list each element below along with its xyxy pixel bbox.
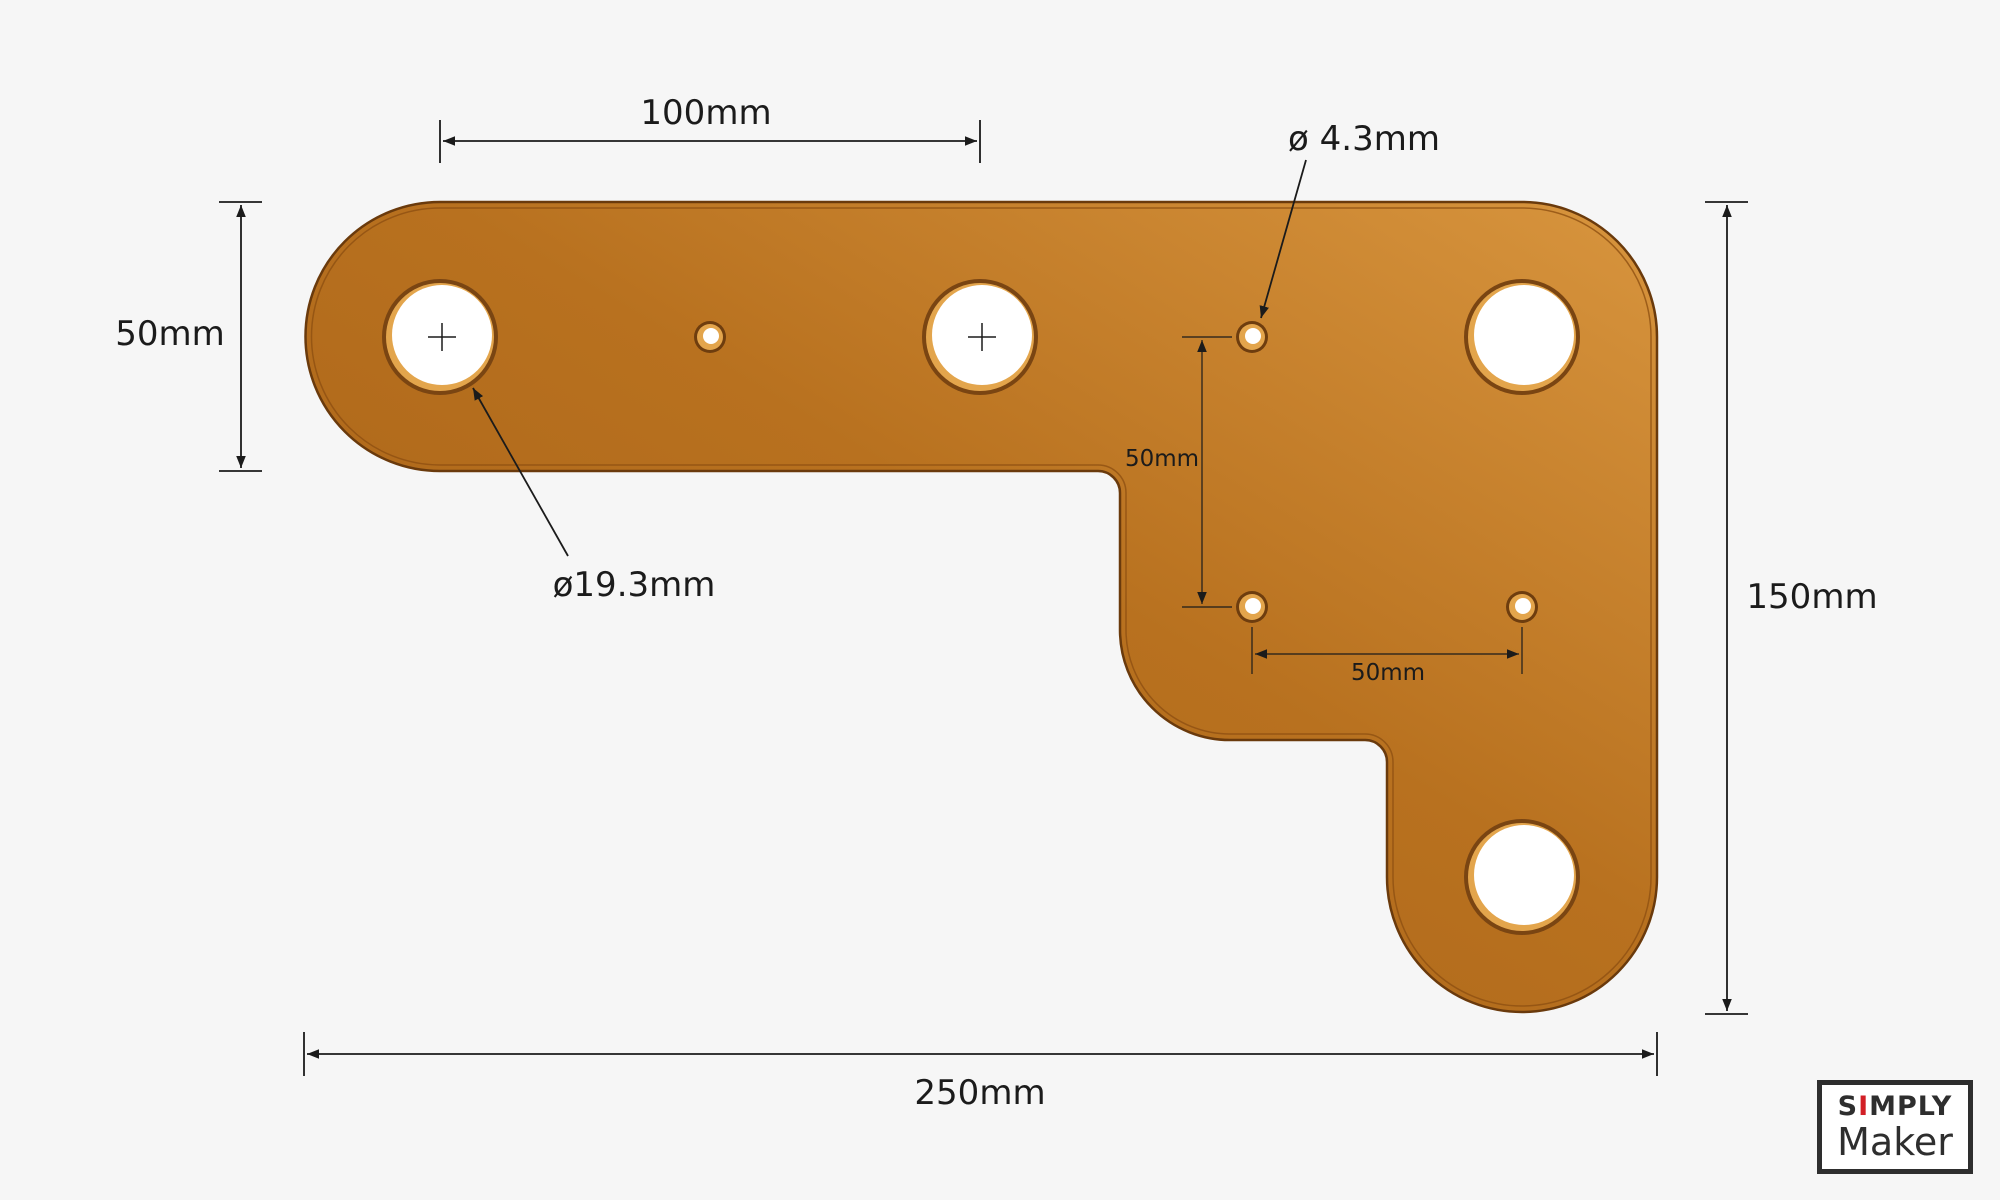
logo-line-1: SIMPLY (1837, 1091, 1953, 1122)
dim-label-inner-horizontal: 50mm (1351, 660, 1425, 686)
plate-inner-edge (310, 207, 1652, 1007)
large-hole-1 (382, 279, 498, 395)
dim-label-large-hole: ø19.3mm (553, 565, 716, 605)
dimension-overall-height (1705, 201, 1748, 1015)
dim-label-inner-vertical: 50mm (1125, 446, 1199, 472)
large-hole-2 (922, 279, 1038, 395)
small-hole-4 (1506, 591, 1538, 623)
bracket-plate (304, 200, 1659, 1014)
dimension-top-spacing (439, 120, 981, 163)
small-hole-2 (1236, 321, 1268, 353)
dim-label-left-height: 50mm (115, 314, 225, 354)
dim-label-small-hole: ø 4.3mm (1288, 119, 1440, 159)
large-hole-3 (1464, 279, 1580, 395)
dim-label-overall-width: 250mm (914, 1073, 1045, 1113)
small-hole-1 (694, 321, 726, 353)
dimension-inner-horizontal (1251, 627, 1523, 674)
dim-label-top-spacing: 100mm (640, 93, 771, 133)
simply-maker-logo: SIMPLY Maker (1817, 1080, 1973, 1174)
leader-small-hole (1259, 159, 1307, 319)
dim-label-overall-height: 150mm (1746, 577, 1877, 617)
dimension-inner-vertical (1182, 336, 1232, 608)
dimension-overall-width (303, 1032, 1658, 1076)
dimension-left-height (219, 201, 262, 472)
leader-large-hole (472, 387, 569, 557)
logo-line-2: Maker (1837, 1120, 1953, 1164)
large-hole-4 (1464, 819, 1580, 935)
small-hole-3 (1236, 591, 1268, 623)
